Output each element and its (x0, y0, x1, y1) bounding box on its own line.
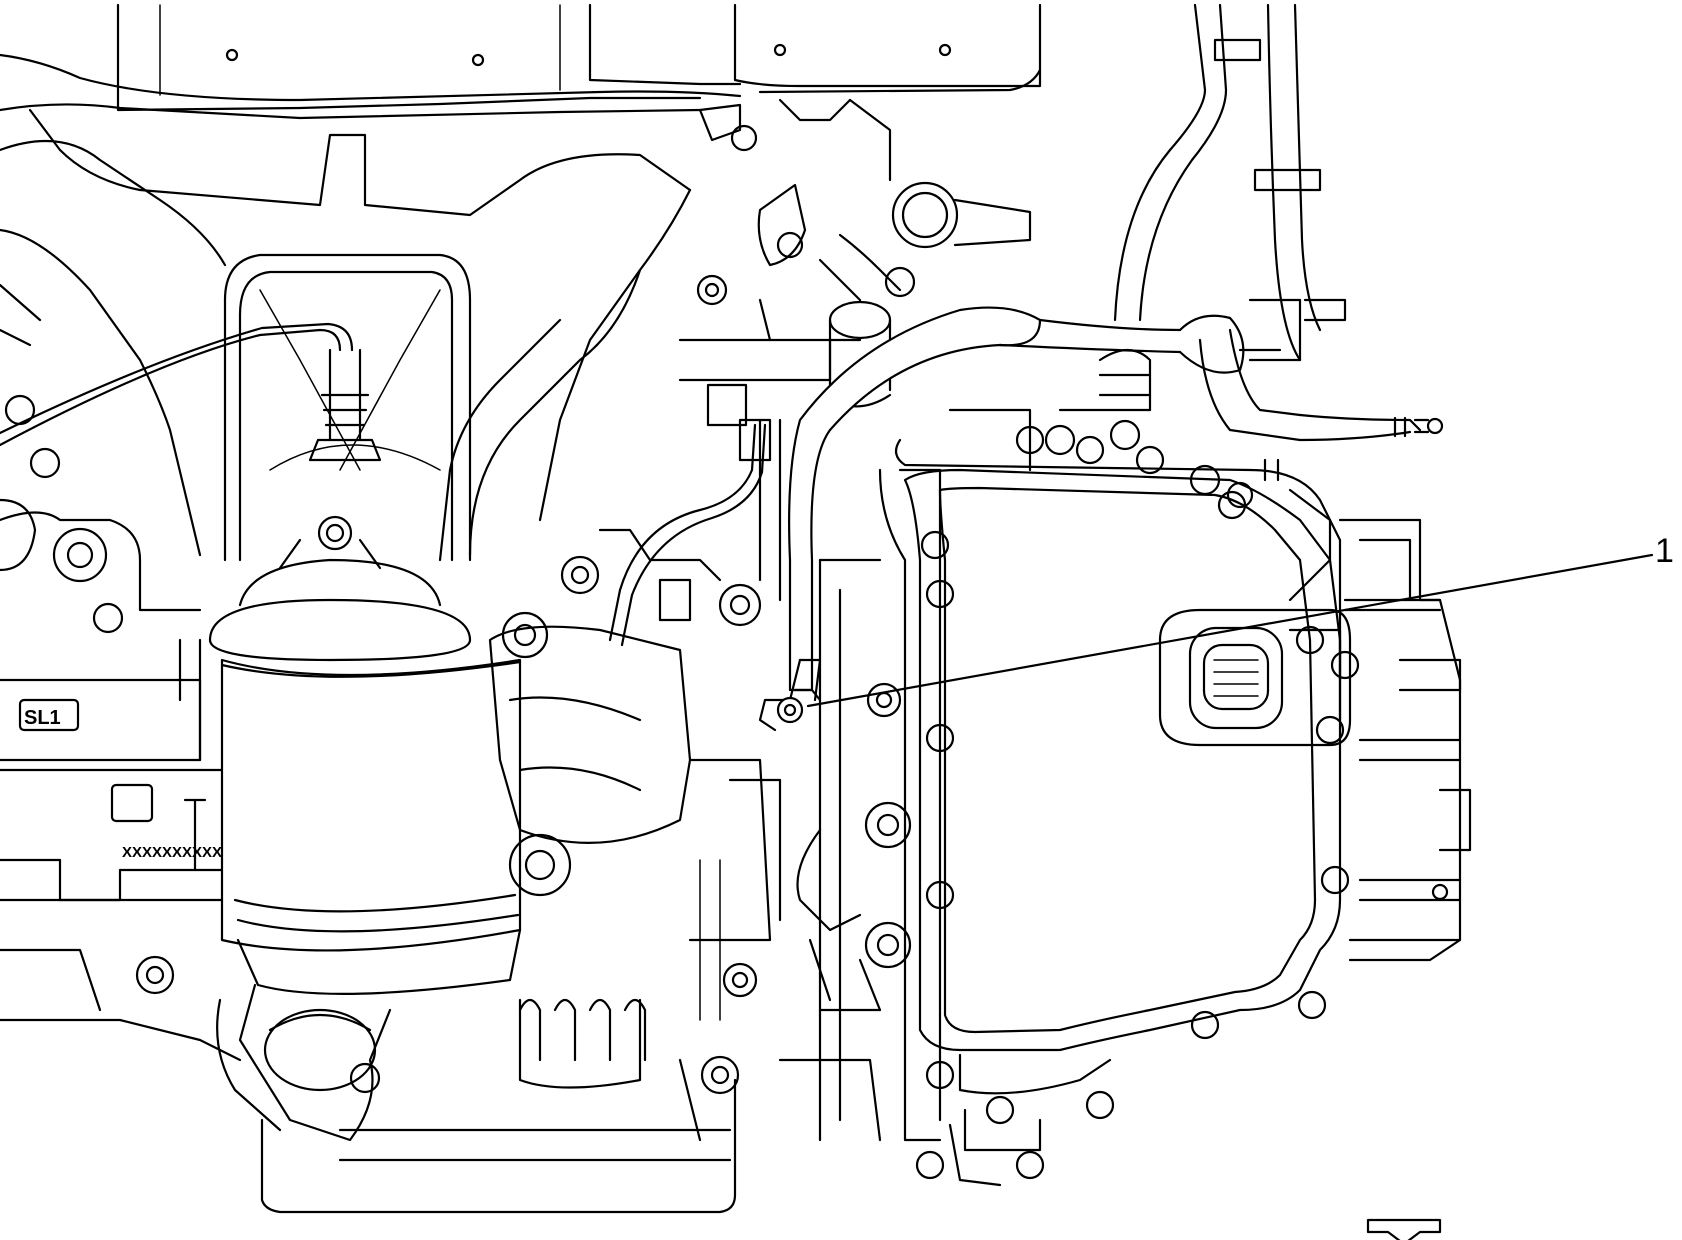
casting-marks: SL1 XXXXXXXXXX (24, 707, 222, 861)
callout-1-leader-line (806, 553, 1654, 708)
callout-1-label: 1 (1655, 532, 1674, 570)
casting-mark-sl1: SL1 (24, 707, 61, 729)
upper-hoses (1113, 3, 1347, 362)
callout-1: 1 (806, 532, 1674, 708)
intake-manifold-top (0, 3, 1042, 120)
exhaust-manifold (0, 108, 692, 562)
engine-block-left (0, 394, 242, 1062)
transmission-connector (1158, 608, 1360, 747)
center-housing (488, 338, 832, 1021)
catalytic-converter (208, 538, 522, 1142)
sensor-harness (608, 418, 772, 647)
transmission-case (894, 348, 1472, 962)
view-direction-arrow-icon (1366, 1218, 1442, 1240)
casting-mark-serial: XXXXXXXXXX (122, 844, 222, 861)
ground-bolt-bracket (758, 658, 822, 732)
side-cover (903, 425, 1350, 1180)
coolant-hose (788, 306, 1444, 692)
oxygen-sensor (0, 322, 382, 462)
oil-pan (260, 998, 740, 1214)
